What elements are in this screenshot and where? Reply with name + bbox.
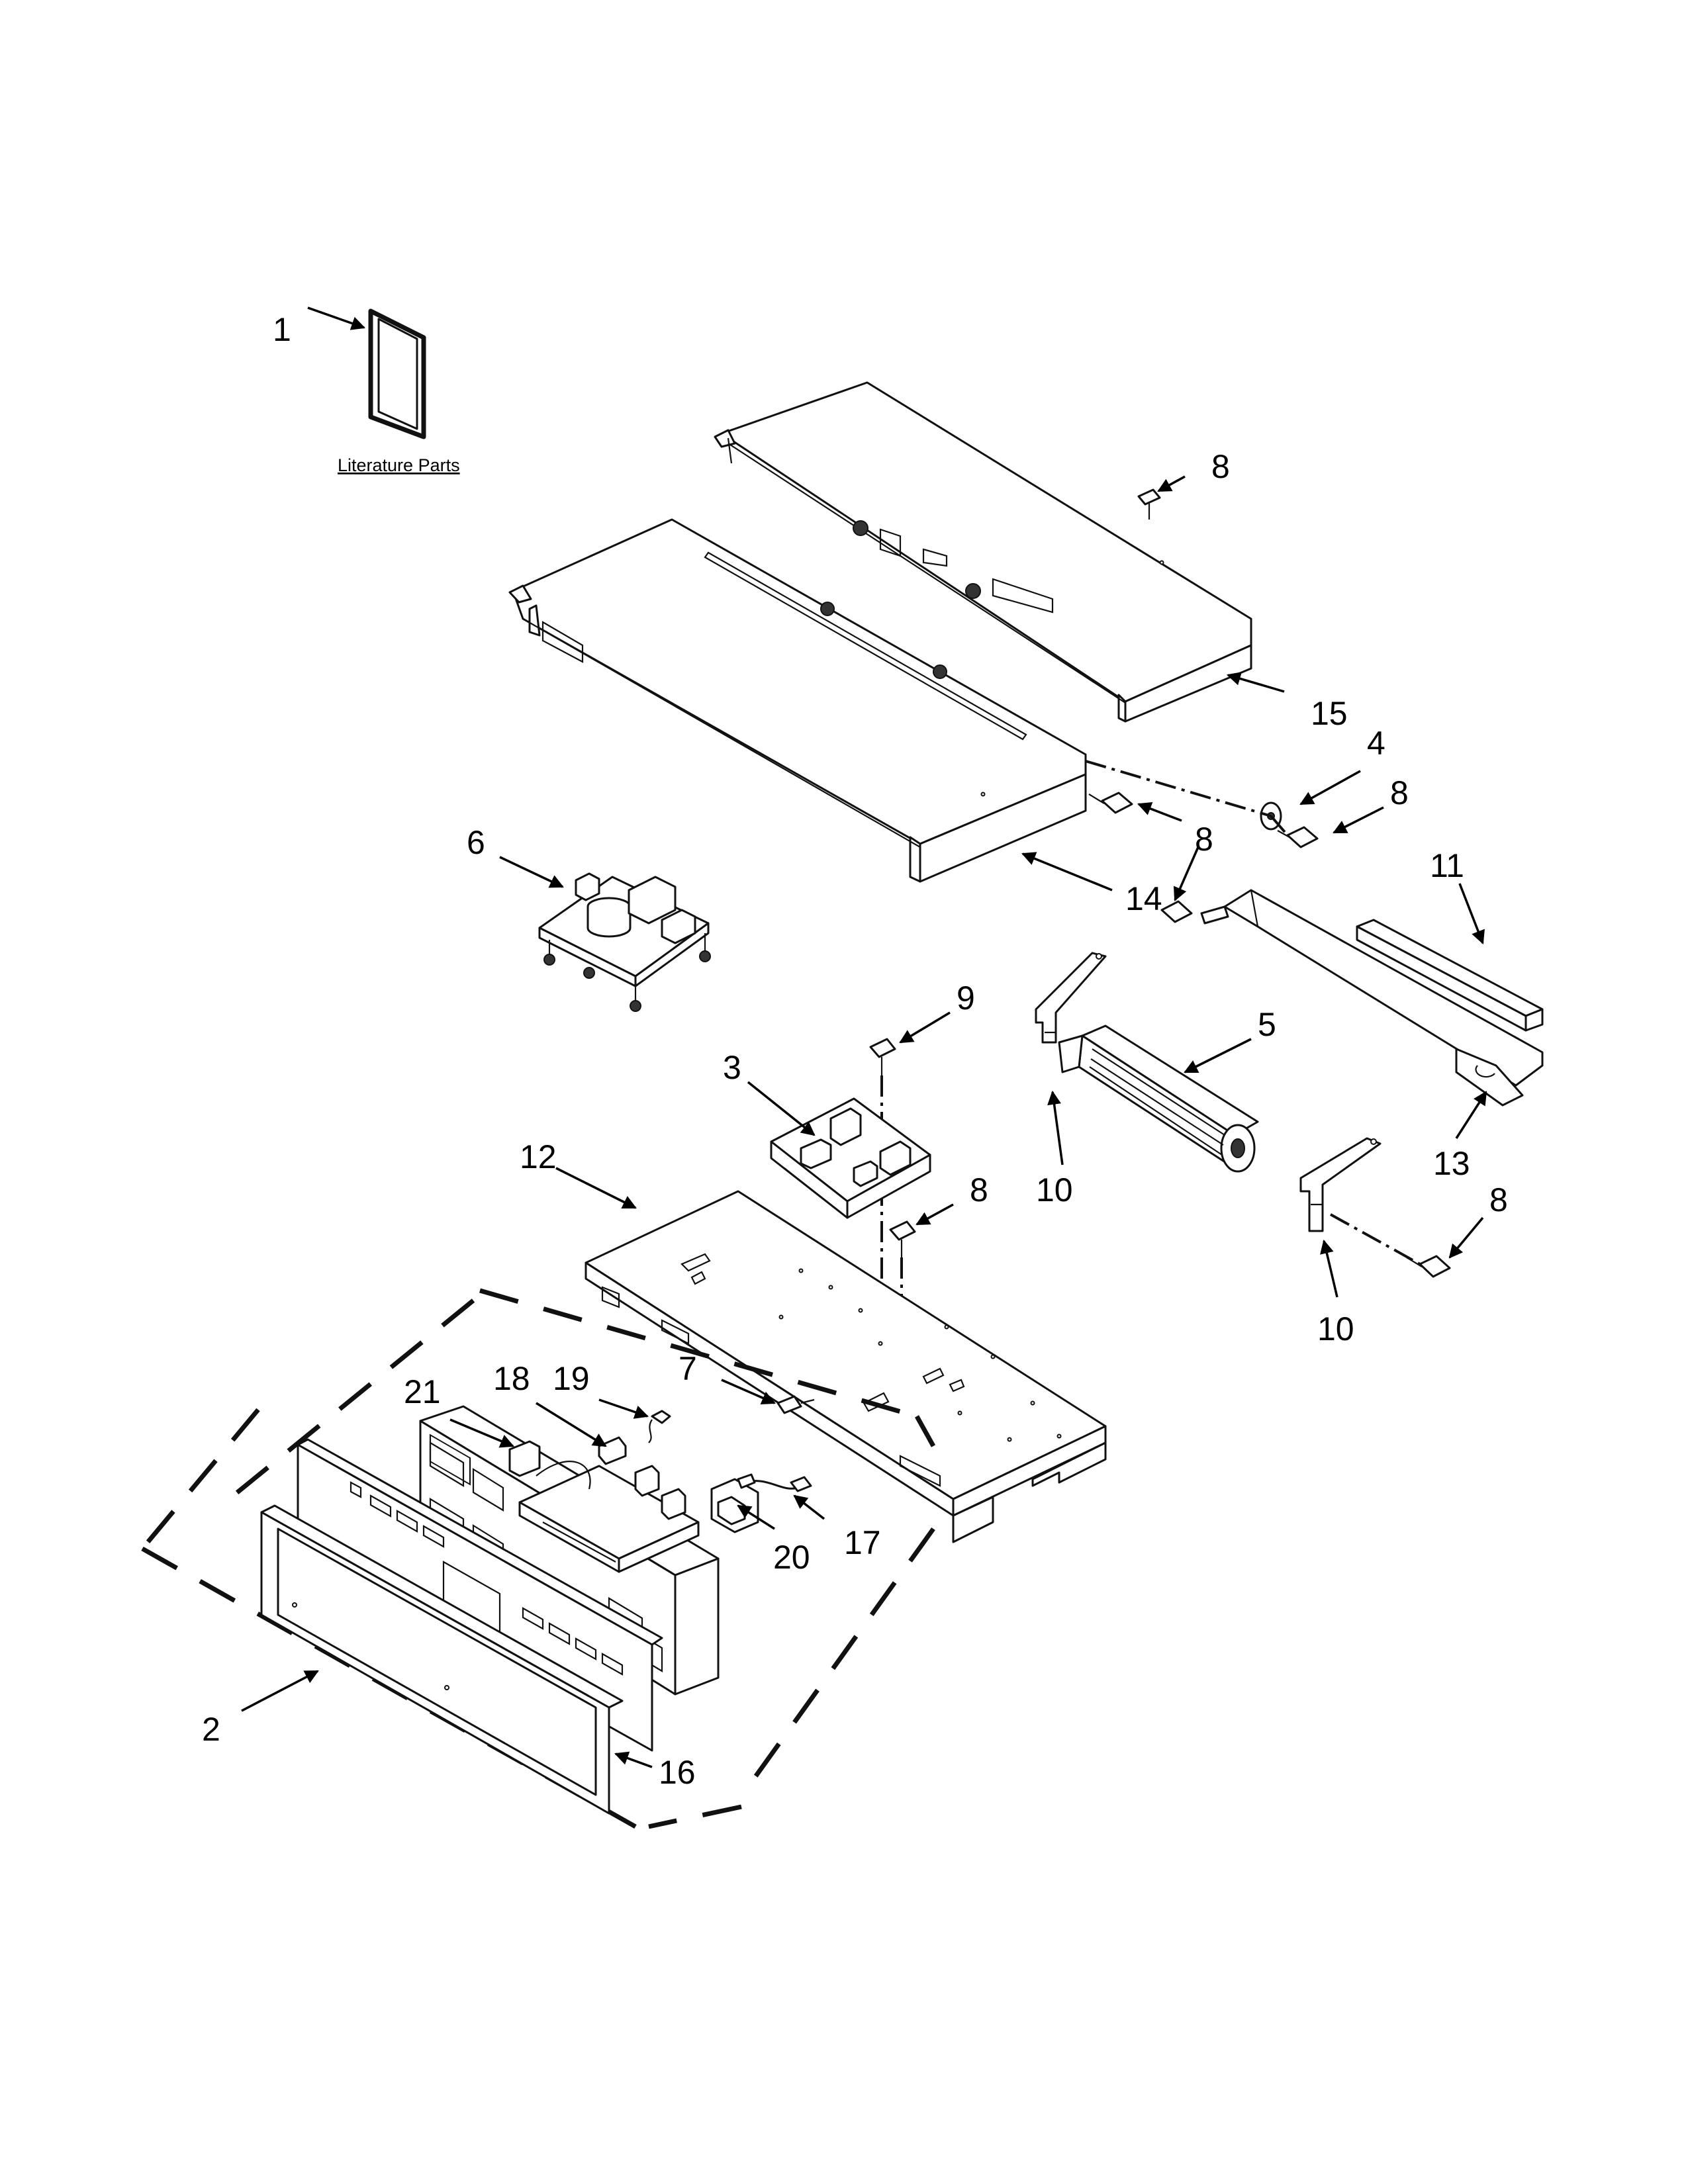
leader-12 — [555, 1167, 637, 1209]
chain-line-bracket-screw — [1330, 1213, 1421, 1265]
callout-19: 19 — [553, 1360, 590, 1397]
leader-4 — [1299, 770, 1361, 805]
callout-13: 13 — [1433, 1145, 1470, 1182]
fan-bracket-left — [1035, 952, 1107, 1044]
leader-8c — [1137, 801, 1182, 822]
leader-8d — [1173, 846, 1199, 901]
control-board-housing — [770, 1097, 931, 1219]
leader-8a — [1157, 475, 1186, 492]
fan-bracket-right — [1299, 1137, 1382, 1232]
callout-16: 16 — [659, 1754, 696, 1791]
callout-20: 20 — [773, 1539, 810, 1576]
callout-12: 12 — [520, 1138, 557, 1175]
screw-middle — [889, 1220, 916, 1257]
leader-8b — [1333, 806, 1384, 834]
control-mounting-panel — [585, 1190, 1107, 1543]
screw-part-9 — [869, 1038, 896, 1075]
leader-3 — [747, 1081, 816, 1136]
callout-21: 21 — [404, 1373, 441, 1410]
bracket-clip — [776, 1395, 815, 1414]
callout-14: 14 — [1125, 880, 1162, 917]
callout-8-top: 8 — [1211, 448, 1230, 485]
wire-harness — [737, 1473, 812, 1492]
leader-13 — [1455, 1091, 1487, 1139]
callout-17: 17 — [844, 1524, 881, 1561]
leader-18 — [536, 1402, 607, 1447]
callout-2: 2 — [202, 1711, 220, 1748]
callout-8-middle: 8 — [970, 1171, 988, 1208]
callout-8-washer: 8 — [1390, 774, 1409, 811]
callout-10-right: 10 — [1317, 1310, 1354, 1347]
leader-19 — [598, 1398, 649, 1419]
callout-4: 4 — [1367, 725, 1385, 762]
leader-10b — [1320, 1239, 1338, 1298]
callout-9: 9 — [957, 979, 975, 1017]
screw-top-right — [1137, 488, 1161, 520]
leader-8e — [915, 1203, 954, 1226]
chain-line-panel-washer — [1085, 760, 1272, 817]
callout-10-left: 10 — [1036, 1171, 1073, 1208]
insulation-strip — [1356, 919, 1544, 1032]
callout-1: 1 — [273, 311, 291, 348]
callout-8-lower-right: 8 — [1489, 1181, 1508, 1218]
leader-1 — [307, 306, 365, 330]
callout-3: 3 — [723, 1049, 741, 1086]
callout-7: 7 — [679, 1350, 697, 1387]
leader-21 — [449, 1418, 514, 1448]
leader-8f — [1448, 1216, 1484, 1259]
leader-20 — [737, 1504, 775, 1530]
chain-line-washer-bracket — [1270, 815, 1289, 837]
sensor-clip — [648, 1410, 671, 1443]
leader-2 — [241, 1670, 319, 1712]
callout-8-side: 8 — [1195, 821, 1213, 858]
top-panel-lower — [508, 518, 1087, 883]
sub-board — [710, 1478, 759, 1533]
control-panel-trim-frame — [260, 1504, 624, 1815]
power-board — [538, 872, 711, 1012]
callout-18: 18 — [493, 1360, 530, 1397]
screw-side-left — [1088, 792, 1133, 814]
leader-6 — [499, 856, 564, 888]
callout-5: 5 — [1258, 1006, 1276, 1043]
cooling-fan — [1058, 1024, 1259, 1173]
leader-14 — [1021, 852, 1113, 891]
leader-5 — [1184, 1038, 1252, 1073]
leader-17 — [793, 1494, 825, 1520]
literature-manual — [368, 308, 426, 439]
callout-15: 15 — [1311, 695, 1348, 732]
control-board — [518, 1436, 700, 1573]
leader-7 — [721, 1379, 776, 1405]
leader-10a — [1047, 1090, 1064, 1165]
screw-bracket — [1160, 900, 1193, 923]
leader-16 — [614, 1751, 653, 1768]
screw-washer — [1277, 826, 1319, 848]
literature-parts-label: Literature Parts — [338, 455, 460, 475]
callout-6: 6 — [467, 824, 485, 861]
leader-11 — [1458, 883, 1485, 944]
leader-9 — [899, 1011, 951, 1044]
fan-mount-bracket — [1200, 889, 1544, 1107]
callout-11: 11 — [1430, 847, 1464, 884]
top-panel-upper — [714, 381, 1252, 723]
leader-15 — [1226, 672, 1285, 693]
